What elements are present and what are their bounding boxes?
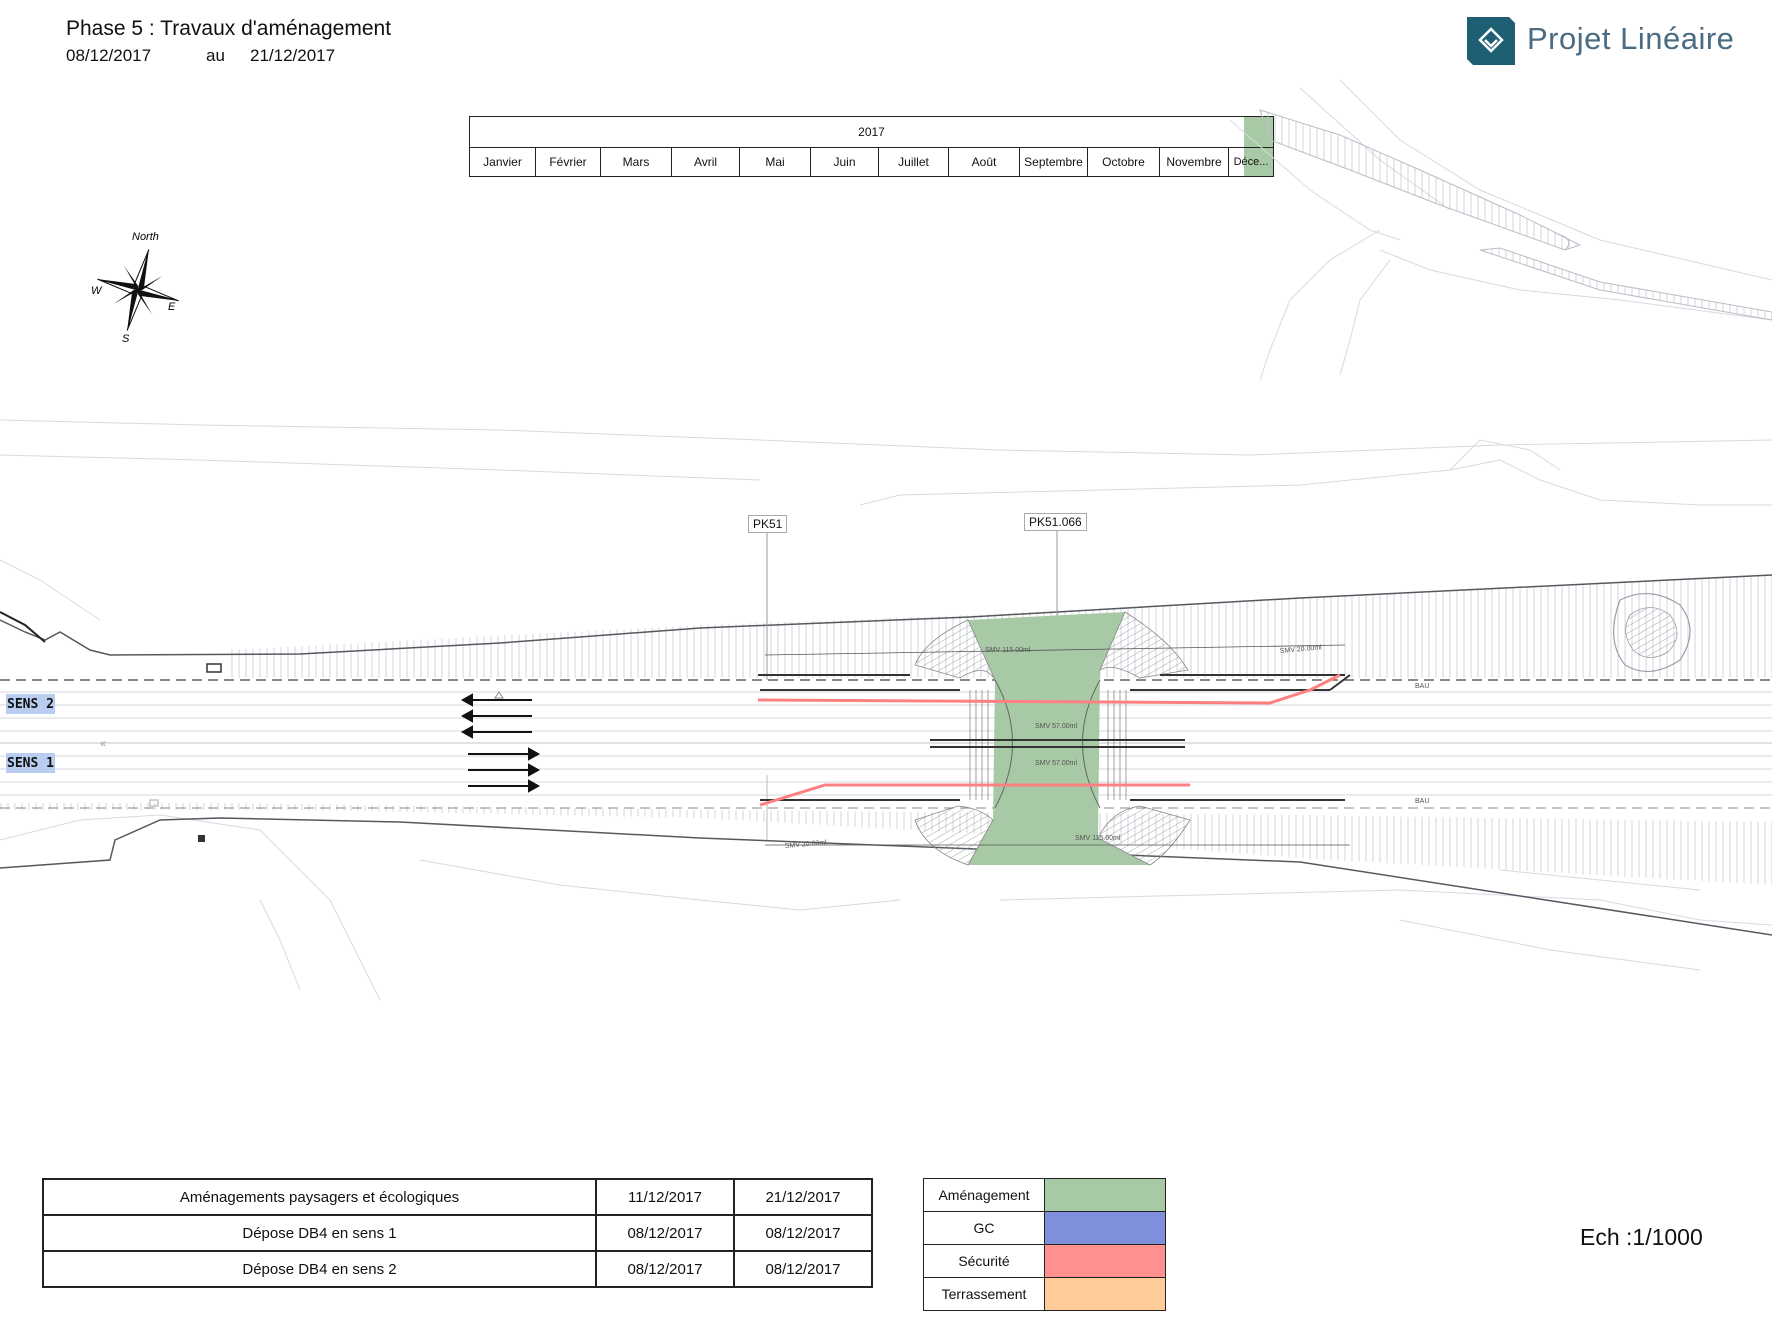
compass-east-label: E — [168, 301, 176, 313]
logo-text: Projet Linéaire — [1527, 21, 1735, 56]
south-embankment — [0, 800, 1772, 885]
legend-row: GC — [923, 1211, 1166, 1245]
phase-title: Phase 5 : Travaux d'aménagement — [66, 17, 392, 40]
timeline-month: Août — [949, 147, 1020, 176]
timeline-month: Déce... — [1233, 155, 1269, 168]
table-row: Aménagements paysagers et écologiques 11… — [42, 1178, 873, 1216]
timeline-months: Janvier Février Mars Avril Mai Juin Juil… — [470, 147, 1273, 176]
dimension-label: SMV 115.00ml — [985, 647, 1031, 654]
legend-label: GC — [923, 1211, 1045, 1245]
legend-swatch — [1044, 1211, 1166, 1245]
securite-line-sens1 — [759, 783, 1190, 807]
lane-lines — [0, 691, 1772, 796]
dimension-label: SMV 20.00ml — [785, 839, 828, 850]
timeline-month: Février — [536, 147, 601, 176]
color-legend: Aménagement GC Sécurité Terrassement — [923, 1178, 1166, 1311]
compass-south-label: S — [122, 333, 130, 345]
task-start-date: 11/12/2017 — [595, 1178, 735, 1216]
securite-line-sens2 — [757, 673, 1341, 705]
timeline-year: 2017 — [470, 117, 1273, 148]
task-end-date: 08/12/2017 — [733, 1214, 873, 1252]
timeline-month: Mars — [601, 147, 672, 176]
pk-label: PK51.066 — [1024, 513, 1087, 531]
logo-mark-icon — [1467, 17, 1515, 65]
svg-text:«: « — [100, 738, 106, 750]
table-row: Dépose DB4 en sens 1 08/12/2017 08/12/20… — [42, 1214, 873, 1252]
legend-row: Terrassement — [923, 1277, 1166, 1311]
bau-label: BAU — [1415, 683, 1429, 690]
legend-row: Aménagement — [923, 1178, 1166, 1212]
timeline-month: Avril — [672, 147, 740, 176]
tree-symbol-icon — [1612, 592, 1691, 672]
date-start: 08/12/2017 — [66, 46, 152, 65]
task-end-date: 08/12/2017 — [733, 1250, 873, 1288]
dimension-label: SMV 20.00ml — [1280, 644, 1323, 655]
dimension-label: SMV 57.00ml — [1035, 723, 1077, 730]
dimension-label: SMV 115.00ml — [1075, 835, 1121, 842]
traffic-arrows-sens2 — [460, 693, 532, 739]
pk-label: PK51 — [748, 515, 788, 533]
legend-label: Sécurité — [923, 1244, 1045, 1278]
date-end: 21/12/2017 — [250, 46, 336, 65]
legend-swatch — [1044, 1277, 1166, 1311]
compass-rose-icon: North E S W — [91, 231, 179, 345]
timeline-month: Novembre — [1160, 147, 1229, 176]
timeline-month: Mai — [740, 147, 811, 176]
timeline-month: Juillet — [879, 147, 949, 176]
timeline-month: Septembre — [1020, 147, 1088, 176]
scale-label: Ech :1/1000 — [1580, 1224, 1703, 1250]
sens1-label: SENS 1 — [6, 753, 55, 773]
traffic-arrows-sens1 — [468, 747, 541, 793]
safety-barriers — [758, 674, 1351, 801]
legend-row: Sécurité — [923, 1244, 1166, 1278]
bau-label: BAU — [1415, 798, 1429, 805]
timeline-month: Juin — [811, 147, 879, 176]
tasks-table: Aménagements paysagers et écologiques 11… — [42, 1178, 873, 1288]
task-start-date: 08/12/2017 — [595, 1250, 735, 1288]
company-logo: Projet Linéaire — [1467, 17, 1734, 65]
road-plan-drawing: « SMV 115.00ml SMV — [0, 79, 1772, 1001]
terrain-contours — [0, 79, 1772, 1001]
timeline: 2017 Janvier Février Mars Avril Mai Juin… — [469, 116, 1274, 177]
task-start-date: 08/12/2017 — [595, 1214, 735, 1252]
dimension-label: SMV 57.00ml — [1035, 760, 1077, 767]
legend-label: Aménagement — [923, 1178, 1045, 1212]
compass-west-label: W — [91, 285, 103, 297]
task-end-date: 21/12/2017 — [733, 1178, 873, 1216]
legend-swatch — [1044, 1178, 1166, 1212]
timeline-month: Janvier — [470, 147, 536, 176]
date-separator: au — [206, 46, 225, 65]
legend-swatch — [1044, 1244, 1166, 1278]
sens2-label: SENS 2 — [6, 694, 55, 714]
task-name: Dépose DB4 en sens 2 — [42, 1250, 597, 1288]
upper-curved-road — [1259, 109, 1772, 321]
timeline-month: Octobre — [1088, 147, 1160, 176]
task-name: Dépose DB4 en sens 1 — [42, 1214, 597, 1252]
compass-north-label: North — [132, 231, 159, 243]
legend-label: Terrassement — [923, 1277, 1045, 1311]
table-row: Dépose DB4 en sens 2 08/12/2017 08/12/20… — [42, 1250, 873, 1288]
amenagement-zone — [968, 612, 1150, 865]
task-name: Aménagements paysagers et écologiques — [42, 1178, 597, 1216]
